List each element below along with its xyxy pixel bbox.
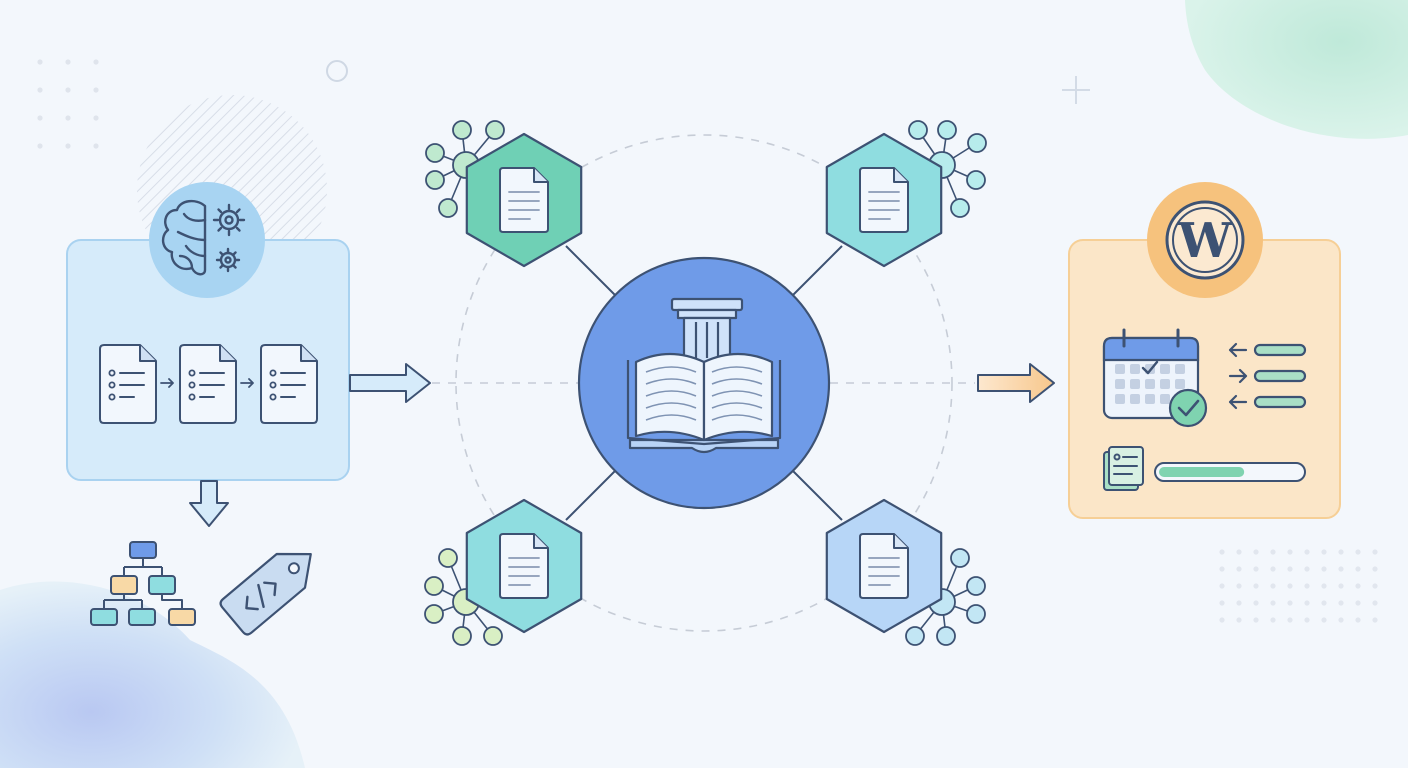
- knowledge-library-hub: [577, 256, 831, 510]
- corner-blob-bottom-left: [0, 581, 305, 768]
- document-icon: [859, 167, 909, 233]
- dot-grid-decoration: [1219, 549, 1378, 623]
- schedule-calendar-icon: [1102, 328, 1208, 428]
- ring-decoration: [326, 60, 348, 82]
- document-icon: [859, 533, 909, 599]
- wordpress-logo-icon: W: [1165, 200, 1245, 280]
- arrow-to-library: [349, 363, 431, 403]
- step-arrow-icon: [160, 378, 174, 388]
- knowledge-node: [425, 120, 583, 268]
- wordpress-logo-letter: W: [1177, 213, 1233, 269]
- brain-gears-icon: [161, 199, 246, 276]
- wordpress-publish-panel: W: [1068, 182, 1341, 519]
- progress-fill: [1159, 467, 1245, 477]
- knowledge-node: [825, 498, 986, 646]
- dot-grid-decoration: [37, 59, 99, 149]
- plus-decoration: [1062, 76, 1090, 104]
- orbit-dashed-ring: [455, 134, 953, 632]
- document-list-icon: [99, 344, 157, 424]
- document-icon: [499, 167, 549, 233]
- hub-connectors: [565, 245, 843, 521]
- hub-orbit: [432, 134, 975, 632]
- knowledge-node: [825, 120, 987, 268]
- step-arrow-icon: [240, 378, 254, 388]
- ai-analysis-panel: [66, 182, 350, 481]
- sync-arrow-list: [1228, 342, 1307, 410]
- connection-bubbles-icon: [425, 120, 505, 218]
- publishing-document-icon: [1103, 446, 1144, 491]
- document-list-icon: [179, 344, 237, 424]
- arrow-down-to-outputs: [189, 480, 229, 527]
- check-circle-icon: [1168, 388, 1208, 428]
- sitemap-hierarchy-icon: [90, 541, 196, 626]
- knowledge-node: [424, 498, 583, 646]
- arrow-to-wordpress: [977, 363, 1055, 403]
- open-book-pillar-icon: [626, 297, 782, 454]
- brain-badge: [149, 182, 265, 298]
- corner-blob-top-right: [1185, 0, 1408, 139]
- publish-progress-bar: [1154, 462, 1306, 482]
- document-icon: [499, 533, 549, 599]
- code-tag-icon: [219, 552, 312, 636]
- document-list-icon: [260, 344, 318, 424]
